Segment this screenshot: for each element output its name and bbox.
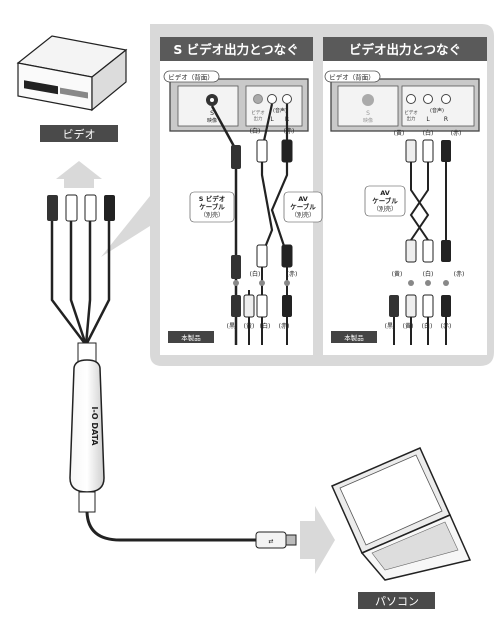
svg-text:（別売）: （別売） (200, 211, 224, 219)
video-back-label: ビデオ（背面） (168, 73, 214, 82)
svg-text:(赤): (赤) (287, 271, 298, 278)
svg-text:(黄): (黄) (403, 322, 414, 330)
svg-text:(赤): (赤) (441, 323, 452, 330)
s-port-label: S (210, 110, 214, 117)
up-arrow (56, 161, 102, 188)
svg-text:(白): (白) (423, 270, 434, 278)
video-out-port (406, 94, 416, 104)
s-plug-bottom (231, 255, 241, 279)
svg-text:S: S (366, 110, 370, 117)
svg-text:（別売）: （別売） (291, 211, 315, 219)
product-label: 本製品 (181, 333, 201, 342)
svg-text:(白): (白) (423, 129, 434, 137)
svg-text:(白): (白) (422, 322, 433, 330)
svg-text:(白): (白) (250, 127, 261, 135)
svg-text:映像: 映像 (207, 117, 217, 124)
svg-text:(赤): (赤) (279, 323, 290, 330)
svg-text:ビデオ（背面）: ビデオ（背面） (329, 73, 375, 82)
svg-text:(赤): (赤) (284, 128, 295, 135)
svg-text:(白): (白) (250, 270, 261, 278)
brand-label: I-O DATA (90, 406, 99, 446)
svg-text:R: R (444, 116, 448, 123)
svg-text:(黄): (黄) (392, 270, 403, 278)
audio-l-port (267, 94, 277, 104)
svg-text:出力: 出力 (254, 115, 263, 122)
panel1-bottom-plugs (231, 280, 292, 318)
video-deck-icon (16, 35, 128, 112)
video-label: ビデオ (63, 127, 96, 141)
svg-text:ケーブル: ケーブル (372, 196, 398, 205)
right-arrow (300, 506, 335, 574)
pc-label-box (358, 592, 435, 609)
svg-text:ビデオ: ビデオ (251, 109, 265, 116)
svg-text:(黄): (黄) (394, 129, 405, 137)
panel-title-bar (160, 37, 313, 61)
svg-text:(黄): (黄) (244, 322, 255, 330)
audio-r-port (441, 94, 451, 104)
audio-r-port (282, 94, 292, 104)
svg-text:（別売）: （別売） (373, 205, 397, 213)
svg-text:(黒): (黒) (227, 323, 238, 330)
svg-text:AV: AV (380, 189, 390, 197)
svg-text:(音声): (音声) (430, 107, 444, 114)
panel-title: S ビデオ出力とつなぐ (173, 42, 298, 57)
svg-text:(赤): (赤) (451, 130, 462, 137)
svg-text:出力: 出力 (407, 115, 416, 122)
svg-text:ケーブル: ケーブル (199, 202, 225, 211)
s-plug-top (231, 145, 241, 169)
svg-text:ビデオ: ビデオ (404, 109, 418, 116)
panel2-cables (389, 139, 451, 345)
panel-s-video: S ビデオ出力とつなぐ ビデオ（背面） S 映像 (音声) L R ビデオ 出力… (160, 37, 323, 355)
video-back-label-pill (163, 70, 220, 83)
svg-text:本製品: 本製品 (344, 333, 364, 342)
panel-title: ビデオ出力とつなぐ (349, 42, 461, 57)
audio-l-port (423, 94, 433, 104)
s-port-area (177, 85, 239, 127)
svg-text:映像: 映像 (363, 117, 373, 124)
video-label-box (40, 125, 118, 142)
svg-text:⇄: ⇄ (268, 538, 273, 545)
panel-title-bar (323, 37, 487, 61)
svg-text:AV: AV (298, 195, 308, 203)
svg-text:(黒): (黒) (385, 323, 396, 330)
cable1-label-box (189, 191, 235, 223)
capture-device: I-O DATA (69, 342, 258, 542)
av-port-area (245, 85, 303, 127)
svg-text:L: L (270, 116, 274, 123)
usb-plug: ⇄ (255, 531, 297, 549)
svg-text:(白): (白) (260, 322, 271, 330)
svg-text:L: L (426, 116, 430, 123)
capture-plugs (47, 194, 115, 346)
cable2-label-box (283, 191, 323, 223)
pc-label: パソコン (375, 595, 419, 608)
audio-label: (音声) (273, 107, 287, 114)
laptop-icon (331, 447, 472, 581)
product-label-box (168, 331, 214, 343)
panel-av-video: ビデオ出力とつなぐ ビデオ（背面） S 映像 (音声) L R ビデオ 出力 (323, 37, 487, 355)
video-out-port (253, 94, 263, 104)
svg-text:S ビデオ: S ビデオ (199, 194, 225, 203)
svg-text:ケーブル: ケーブル (290, 202, 316, 211)
svg-text:(赤): (赤) (454, 271, 465, 278)
